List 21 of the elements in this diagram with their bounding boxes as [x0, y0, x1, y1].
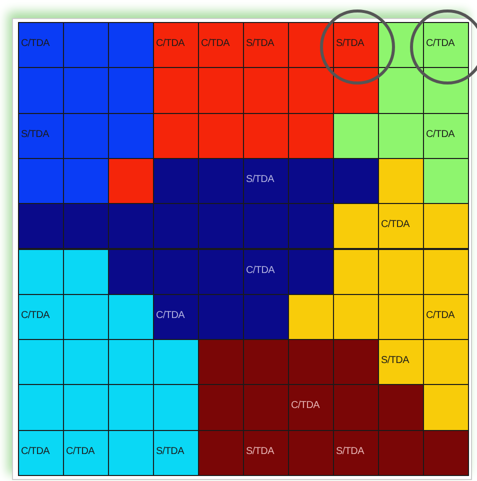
cell-label: S/TDA [156, 446, 184, 457]
cell-label: C/TDA [156, 310, 185, 321]
cell-label: C/TDA [381, 219, 410, 230]
cell-label: C/TDA [291, 400, 320, 412]
cell-label: C/TDA [426, 310, 455, 321]
cell-label: C/TDA [21, 446, 50, 457]
cell-label: S/TDA [246, 174, 274, 185]
cell-label: S/TDA [246, 38, 274, 49]
cell-label: S/TDA [381, 355, 409, 366]
cell-label: S/TDA [21, 128, 49, 140]
cell-label: S/TDA [336, 38, 364, 49]
cell-label: C/TDA [426, 128, 455, 140]
cell-label: S/TDA [246, 446, 274, 457]
cell-label: C/TDA [66, 446, 95, 457]
cell-label: C/TDA [426, 38, 455, 49]
cell-label: C/TDA [246, 264, 275, 276]
cell-label: C/TDA [201, 38, 230, 49]
cell-label: S/TDA [336, 446, 364, 457]
cell-label: C/TDA [156, 38, 185, 49]
cell-label: C/TDA [21, 310, 50, 321]
cell-label: C/TDA [21, 38, 50, 49]
